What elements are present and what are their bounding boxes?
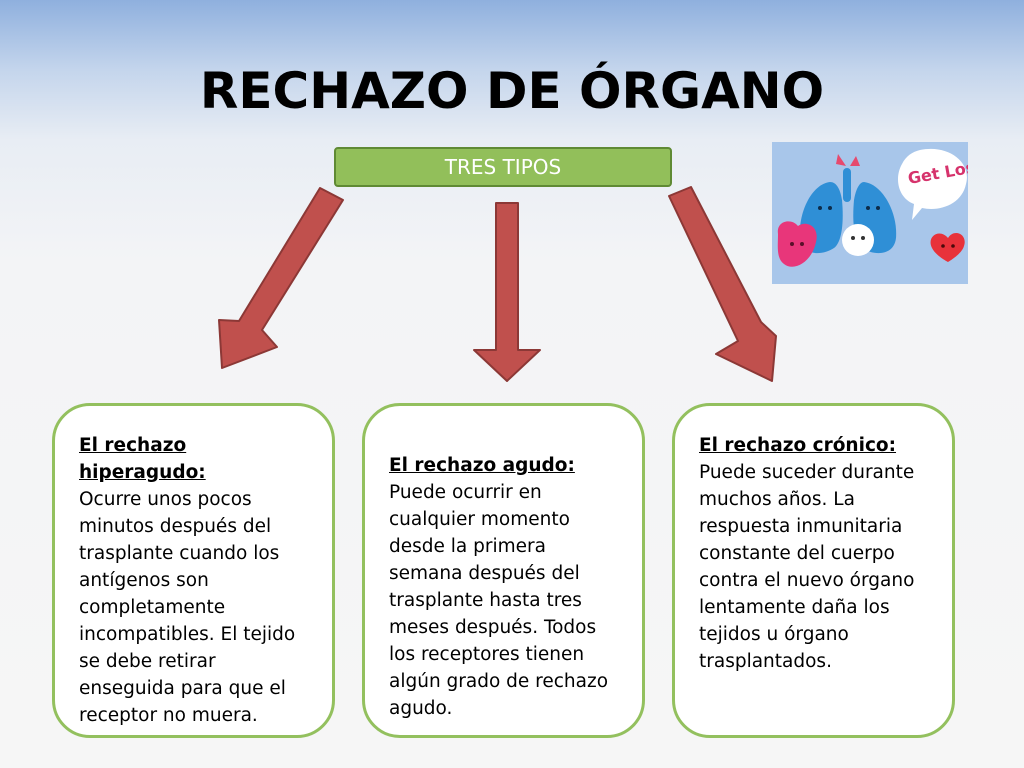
box-text: Ocurre unos pocos minutos después del tr…: [79, 489, 296, 726]
box-heading: El rechazo hiperagudo:: [79, 435, 206, 483]
box-text: Puede suceder durante muchos años. La re…: [699, 462, 915, 672]
arrow-right: [668, 186, 777, 382]
organ-clipart-image: Get Lost.: [772, 142, 990, 284]
organ-characters-icon: Get Lost.: [772, 142, 990, 284]
box-heading: El rechazo crónico:: [699, 435, 897, 456]
slide-title: RECHAZO DE ÓRGANO: [199, 62, 825, 120]
tres-tipos-label: TRES TIPOS: [334, 147, 672, 187]
box-heading: El rechazo agudo:: [389, 455, 575, 476]
box-text: Puede ocurrir en cualquier momento desde…: [389, 482, 609, 719]
box-rechazo-agudo: El rechazo agudo: Puede ocurrir en cualq…: [362, 403, 645, 738]
arrow-center: [473, 202, 541, 382]
box-rechazo-cronico: El rechazo crónico: Puede suceder durant…: [672, 403, 955, 738]
tres-tipos-text: TRES TIPOS: [444, 155, 562, 179]
box-rechazo-hiperagudo: El rechazo hiperagudo: Ocurre unos pocos…: [52, 403, 335, 738]
arrow-left: [218, 187, 344, 369]
